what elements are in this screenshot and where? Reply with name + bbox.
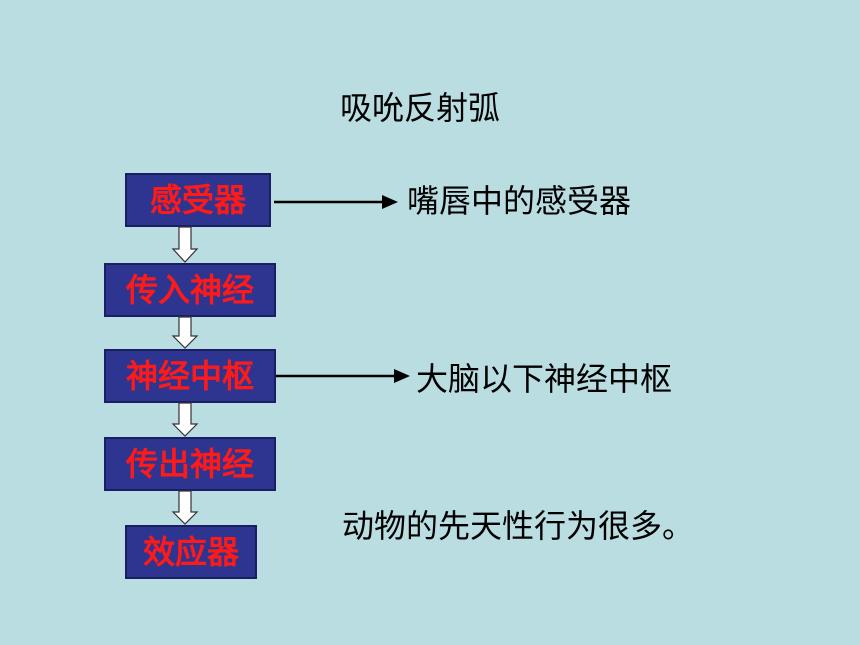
- box-effector-label: 效应器: [142, 533, 239, 571]
- box-afferent-nerve-label: 传入神经: [125, 271, 254, 309]
- annotation-nerve-center: 大脑以下神经中枢: [416, 360, 673, 398]
- box-nerve-center-label: 神经中枢: [125, 357, 254, 395]
- slide-title: 吸吮反射弧: [340, 89, 501, 127]
- box-afferent-nerve: 传入神经: [104, 263, 276, 317]
- hollow-down-arrow-icon: [171, 226, 199, 263]
- box-efferent-nerve-label: 传出神经: [125, 445, 254, 483]
- box-effector: 效应器: [125, 525, 257, 579]
- hollow-down-arrow-icon: [171, 316, 199, 349]
- box-receptor-label: 感受器: [149, 181, 246, 219]
- right-arrow-icon: [274, 195, 398, 209]
- right-arrow-icon: [276, 369, 410, 383]
- hollow-down-arrow-icon: [171, 490, 199, 525]
- box-nerve-center: 神经中枢: [104, 349, 276, 403]
- box-efferent-nerve: 传出神经: [104, 437, 276, 491]
- annotation-receptor: 嘴唇中的感受器: [407, 182, 632, 220]
- footer-note: 动物的先天性行为很多。: [342, 507, 695, 545]
- box-receptor: 感受器: [125, 173, 271, 227]
- hollow-down-arrow-icon: [171, 402, 199, 437]
